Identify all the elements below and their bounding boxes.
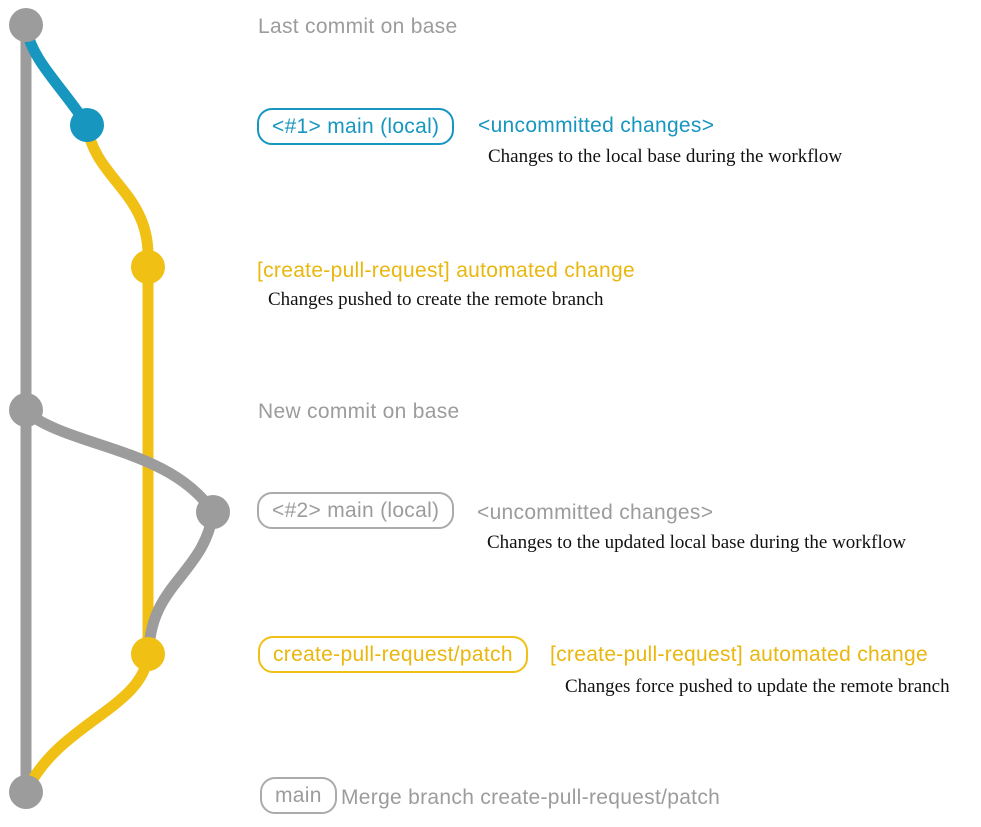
desc-local-base-changes-2: Changes to the updated local base during… xyxy=(487,532,906,553)
commit-dot-patch-2 xyxy=(131,637,165,671)
label-last-commit-on-base: Last commit on base xyxy=(258,15,458,38)
label-automated-change-2: [create-pull-request] automated change xyxy=(550,643,928,666)
base-update-line xyxy=(20,406,219,518)
label-new-commit-on-base: New commit on base xyxy=(258,400,460,423)
branch-badge-patch: create-pull-request/patch xyxy=(258,636,528,673)
desc-force-pushed-update-remote-branch: Changes force pushed to update the remot… xyxy=(565,676,950,697)
desc-local-base-changes-1: Changes to the local base during the wor… xyxy=(488,146,843,167)
label-automated-change-1: [create-pull-request] automated change xyxy=(257,259,635,282)
commit-dot-main-1 xyxy=(70,108,104,142)
merge-line xyxy=(21,648,154,796)
branch-badge-patch-label: create-pull-request/patch xyxy=(258,636,528,673)
label-uncommitted-changes-1: <uncommitted changes> xyxy=(478,114,715,137)
desc-pushed-create-remote-branch: Changes pushed to create the remote bran… xyxy=(268,289,604,310)
branch-badge-main: main xyxy=(260,777,337,814)
branch-badge-main-local-1-label: <#1> main (local) xyxy=(257,108,455,145)
branch-badge-main-local-2: <#2> main (local) xyxy=(257,492,455,529)
label-merge-branch: Merge branch create-pull-request/patch xyxy=(341,786,721,809)
pr-branch-line xyxy=(81,119,154,660)
branch-badge-main-label: main xyxy=(260,777,337,814)
label-uncommitted-changes-2: <uncommitted changes> xyxy=(477,501,714,524)
local-change-line xyxy=(20,22,93,131)
commit-dot-new-base xyxy=(9,393,43,427)
branch-badge-main-local-2-label: <#2> main (local) xyxy=(257,492,455,529)
commit-dot-merge xyxy=(9,775,43,809)
commit-dot-patch-1 xyxy=(131,250,165,284)
branch-badge-main-local-1: <#1> main (local) xyxy=(257,108,455,145)
rebase-line xyxy=(143,506,219,660)
commit-dot-last-base xyxy=(9,8,43,42)
commit-dot-main-2 xyxy=(196,495,230,529)
